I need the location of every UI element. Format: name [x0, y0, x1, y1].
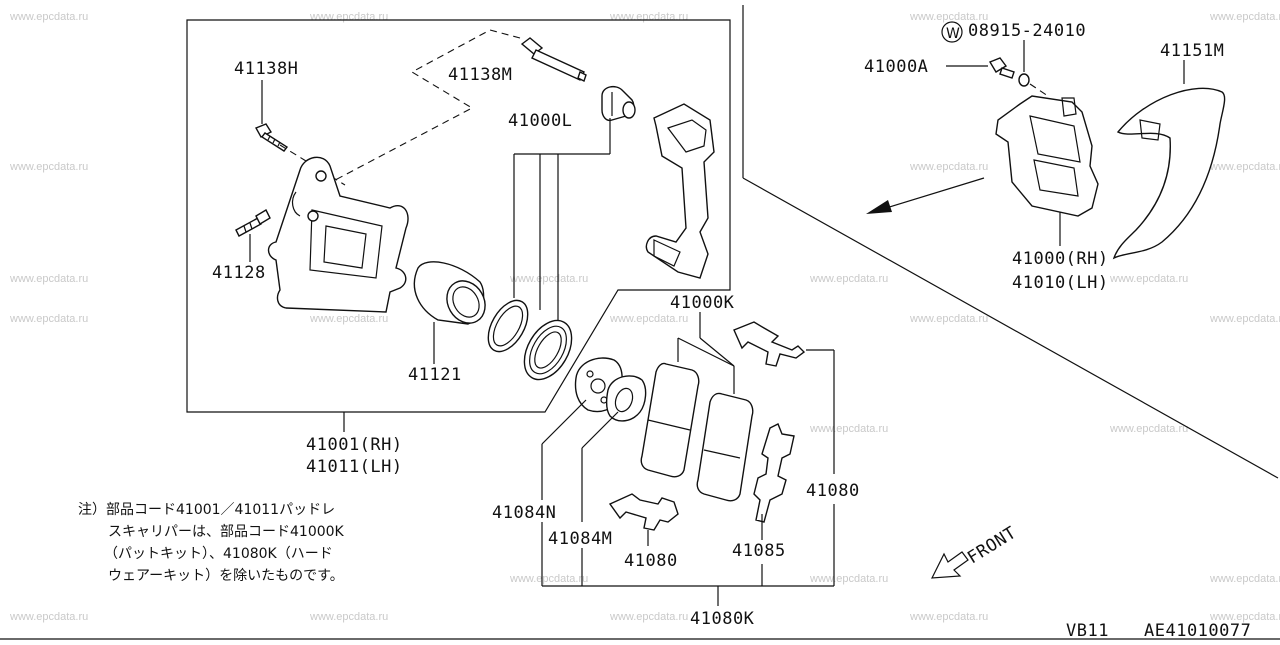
watermark: www.epcdata.ru: [1209, 313, 1280, 325]
washer-symbol-letter: W: [946, 26, 960, 42]
note-block: 注）部品コード41001／41011パッドレ スキャリパーは、部品コード4100…: [78, 502, 345, 584]
watermark-layer: www.epcdata.ru www.epcdata.ru www.epcdat…: [9, 11, 1280, 623]
piston-boot: [523, 319, 573, 381]
label-41121: 41121: [408, 365, 462, 385]
watermark: www.epcdata.ru: [9, 611, 88, 623]
bolt-guide-dashed: [1029, 83, 1049, 97]
footer-reference: AE41010077: [1144, 621, 1251, 640]
label-41080k: 41080K: [690, 609, 755, 629]
watermark: www.epcdata.ru: [909, 611, 988, 623]
label-41000l: 41000L: [508, 111, 572, 131]
anti-squeal-spring-41085: [753, 423, 795, 523]
torque-member: [645, 103, 715, 279]
label-41084m: 41084M: [548, 529, 612, 549]
label-41011-lh: 41011(LH): [306, 457, 403, 477]
label-41001-rh: 41001(RH): [306, 435, 403, 455]
watermark: www.epcdata.ru: [809, 273, 888, 285]
watermark: www.epcdata.ru: [309, 11, 388, 23]
watermark: www.epcdata.ru: [509, 273, 588, 285]
watermark: www.epcdata.ru: [1209, 161, 1280, 173]
watermark: www.epcdata.ru: [909, 313, 988, 325]
watermark: www.epcdata.ru: [609, 313, 688, 325]
label-41000-rh: 41000(RH): [1012, 249, 1109, 269]
watermark: www.epcdata.ru: [309, 611, 388, 623]
watermark: www.epcdata.ru: [9, 161, 88, 173]
bolt-41138h: [255, 123, 289, 152]
watermark: www.epcdata.ru: [1209, 611, 1280, 623]
watermark: www.epcdata.ru: [9, 273, 88, 285]
washer-08915: [1018, 40, 1030, 87]
pad-inner: [640, 362, 700, 478]
label-41080-mid: 41080: [624, 551, 678, 571]
note-line-2: スキャリパーは、部品コード41000K: [108, 524, 345, 540]
note-line-1: 注）部品コード41001／41011パッドレ: [78, 502, 335, 518]
divider-diagonal: [742, 177, 1279, 479]
label-41085: 41085: [732, 541, 786, 561]
piston-seal: [487, 299, 529, 353]
footer: VB11 AE41010077: [1066, 621, 1251, 641]
label-41010-lh: 41010(LH): [1012, 273, 1109, 293]
pad-clip-41080-lower: [608, 493, 679, 531]
watermark: www.epcdata.ru: [609, 11, 688, 23]
piston-41121: [413, 261, 486, 325]
label-41084n: 41084N: [492, 503, 556, 523]
caliper-body: [267, 156, 409, 313]
watermark: www.epcdata.ru: [909, 161, 988, 173]
watermark: www.epcdata.ru: [9, 11, 88, 23]
caliper-assembly-small: [995, 95, 1099, 217]
watermark: www.epcdata.ru: [609, 611, 688, 623]
label-41138m: 41138M: [448, 65, 512, 85]
watermark: www.epcdata.ru: [1109, 423, 1188, 435]
washer-symbol-circle: [941, 21, 963, 43]
watermark: www.epcdata.ru: [909, 11, 988, 23]
part-labels: 41138H 41138M 41000L 41128 41121 41001(R…: [212, 21, 1224, 629]
note-line-4: ウェアーキット）を除いたものです。: [108, 568, 344, 584]
label-41000k: 41000K: [670, 293, 735, 313]
shim-41084m: [605, 375, 647, 422]
note-line-3: （パットキット）、41080K（ハード: [104, 546, 333, 562]
slide-pin-41138m: [520, 37, 587, 82]
label-41080-right: 41080: [806, 481, 860, 501]
watermark: www.epcdata.ru: [809, 573, 888, 585]
label-41151m: 41151M: [1160, 41, 1224, 61]
watermark: www.epcdata.ru: [1109, 273, 1188, 285]
pin-boot-41000l: [601, 85, 636, 122]
watermark: www.epcdata.ru: [1209, 11, 1280, 23]
watermark: www.epcdata.ru: [309, 313, 388, 325]
watermark: www.epcdata.ru: [1209, 573, 1280, 585]
watermark: www.epcdata.ru: [509, 573, 588, 585]
footer-model: VB11: [1066, 621, 1109, 640]
section-dividers: [0, 5, 1280, 640]
front-arrow-icon: [930, 551, 969, 579]
leader-lines: [249, 60, 1185, 606]
label-41000a: 41000A: [864, 57, 928, 77]
pad-clip-41080-upper: [733, 321, 806, 367]
pad-outer: [696, 392, 754, 502]
label-front: FRONT: [964, 523, 1020, 568]
label-08915-24010: 08915-24010: [968, 21, 1086, 41]
bolt-41000a: [946, 57, 1015, 79]
caliper-assembly-outline: [186, 19, 731, 413]
label-41138h: 41138H: [234, 59, 298, 79]
label-41128: 41128: [212, 263, 266, 283]
baffle-plate-41151m: [1112, 87, 1226, 260]
watermark: www.epcdata.ru: [809, 423, 888, 435]
bleeder-41128: [235, 209, 271, 237]
direction-arrow: [866, 177, 985, 214]
baffle-bracket: [1139, 119, 1161, 141]
watermark: www.epcdata.ru: [9, 313, 88, 325]
